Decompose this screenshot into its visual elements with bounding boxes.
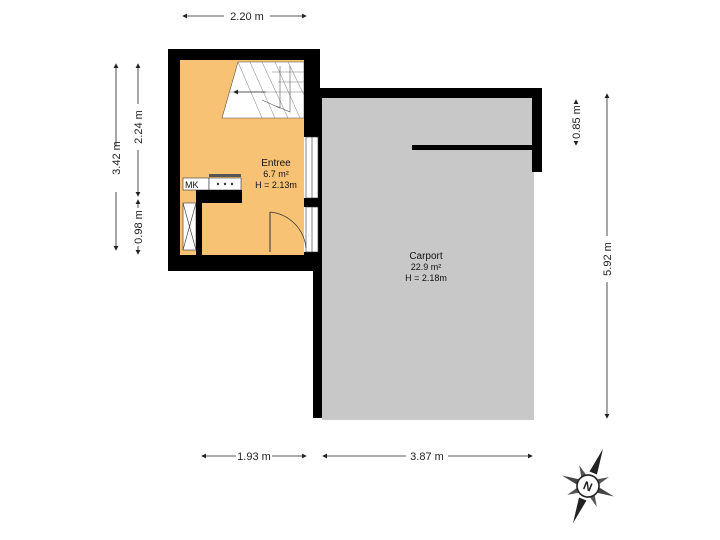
dimension-right-upper-label: 0.85 m — [571, 105, 583, 139]
entree-name: Entree — [261, 158, 291, 169]
dimension-right-upper: 0.85 m — [571, 99, 583, 146]
dimension-right-total: 5.92 m — [602, 93, 614, 419]
dimension-left-lower: 0.98 m — [133, 199, 145, 255]
dimension-left-total: 3.42 m — [111, 63, 123, 251]
dimension-right-total-label: 5.92 m — [602, 242, 614, 276]
walls — [168, 49, 542, 418]
compass-rose: N — [562, 448, 614, 524]
meterkast-label: MK — [185, 180, 199, 190]
cupboard — [182, 202, 197, 251]
entree-door — [269, 211, 307, 252]
carport-floor — [322, 98, 534, 420]
dimension-left-lower-label: 0.98 m — [133, 210, 145, 244]
carport-area: 22.9 m² — [411, 262, 442, 272]
dimension-left-upper: 2.24 m — [133, 63, 145, 197]
dimension-top-width: 2.20 m — [182, 11, 307, 23]
window-upper — [305, 136, 319, 199]
dimension-bottom-right-label: 3.87 m — [410, 451, 444, 463]
staircase — [221, 61, 305, 119]
carport-name: Carport — [409, 251, 443, 262]
carport-height: H = 2.18m — [405, 273, 447, 283]
dimension-top-width-label: 2.20 m — [230, 11, 264, 23]
window-lower — [305, 206, 319, 253]
dimension-left-total-label: 3.42 m — [111, 141, 123, 175]
dimension-bottom-right: 3.87 m — [322, 451, 533, 463]
meterkast — [182, 174, 242, 191]
dimension-bottom-left-label: 1.93 m — [237, 451, 271, 463]
dimension-bottom-left: 1.93 m — [201, 451, 307, 463]
entree-area: 6.7 m² — [263, 169, 289, 179]
entree-height: H = 2.13m — [255, 180, 297, 190]
dimension-left-upper-label: 2.24 m — [133, 110, 145, 144]
